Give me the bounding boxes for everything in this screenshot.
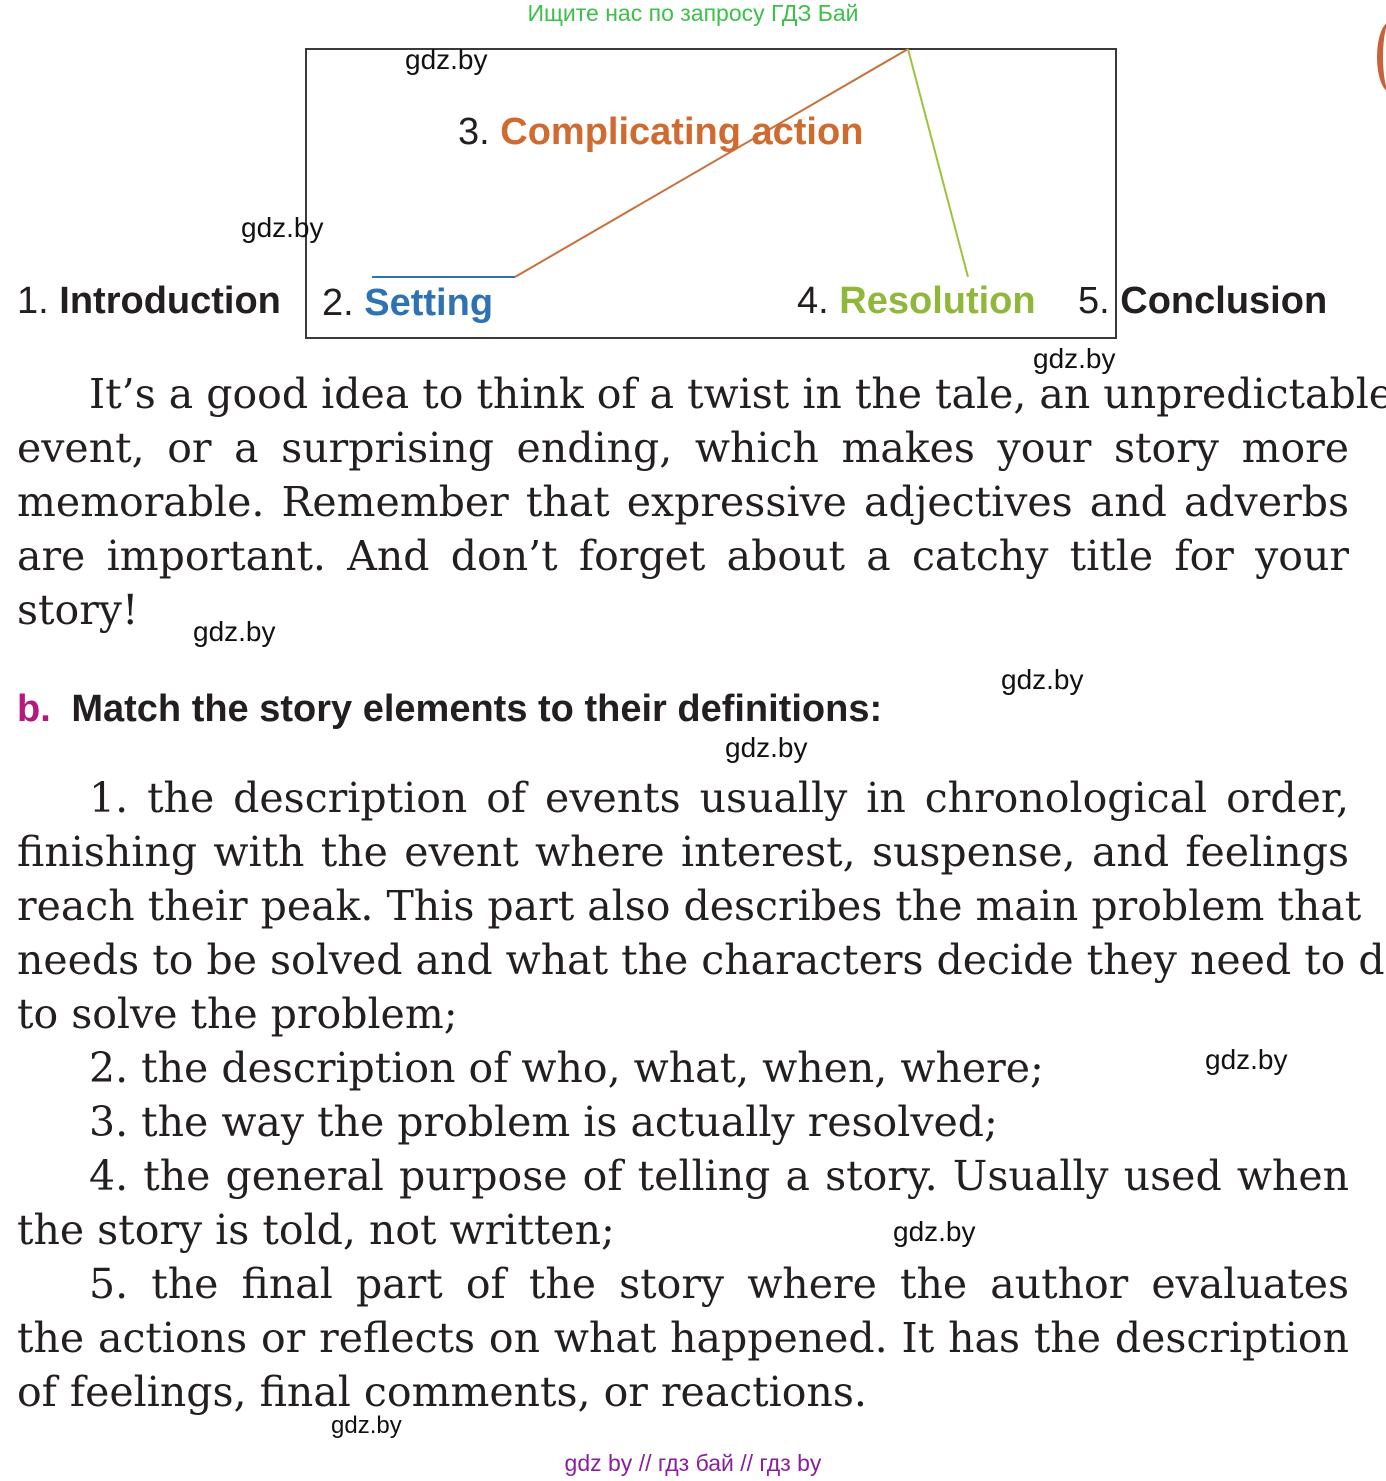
watermark: gdz.by <box>405 44 488 75</box>
page-edge-mark <box>1377 22 1386 92</box>
paragraph-line: It’s a good idea to think of a twist in … <box>89 370 1386 418</box>
definition-line: to solve the problem; <box>17 990 458 1038</box>
paragraph-line: event, or a surprising ending, which mak… <box>17 424 1349 472</box>
definition-line: 3. the way the problem is actually resol… <box>89 1098 998 1146</box>
definition-line: the actions or reflects on what happened… <box>17 1314 1349 1362</box>
element-setting: 2. Setting <box>322 281 493 325</box>
watermark: gdz.by <box>725 732 808 763</box>
element-conclusion: 5. Conclusion <box>1078 279 1327 323</box>
element-label: Setting <box>364 282 494 324</box>
rising-line <box>514 48 909 278</box>
story-structure-box <box>305 48 1117 339</box>
element-complicating-action: 3. Complicating action <box>458 110 863 154</box>
falling-line <box>907 48 969 278</box>
element-number: 5. <box>1078 280 1110 322</box>
element-introduction: 1. Introduction <box>17 279 281 323</box>
definition-line: of feelings, final comments, or reaction… <box>17 1368 867 1416</box>
advice-paragraph: It’s a good idea to think of a twist in … <box>17 367 1386 637</box>
element-number: 2. <box>322 282 354 324</box>
definitions-list: 1. the description of events usually in … <box>17 771 1386 1419</box>
watermark: gdz.by <box>331 1412 402 1439</box>
watermark: gdz.by <box>241 212 324 243</box>
task-text: Match the story elements to their defini… <box>71 688 883 730</box>
watermark: gdz.by <box>1033 343 1116 374</box>
story-structure-lines <box>372 48 969 278</box>
element-label: Introduction <box>59 280 281 322</box>
task-letter: b. <box>17 688 51 730</box>
definition-line: finishing with the event where interest,… <box>17 828 1349 876</box>
element-number: 1. <box>17 280 49 322</box>
paragraph-line: are important. And don’t forget about a … <box>17 532 1349 580</box>
task-heading: b. Match the story elements to their def… <box>17 686 882 732</box>
watermark: gdz.by <box>193 616 276 647</box>
element-label: Conclusion <box>1120 280 1328 322</box>
definition-line: 2. the description of who, what, when, w… <box>89 1044 1044 1092</box>
element-resolution: 4. Resolution <box>797 279 1036 323</box>
definition-line: needs to be solved and what the characte… <box>17 936 1386 984</box>
definition-line: 1. the description of events usually in … <box>89 774 1349 822</box>
watermark: gdz.by <box>893 1216 976 1247</box>
definition-line: 4. the general purpose of telling a stor… <box>89 1152 1349 1200</box>
element-number: 4. <box>797 280 829 322</box>
watermark: gdz.by <box>1001 664 1084 695</box>
definition-line: the story is told, not written; <box>17 1206 615 1254</box>
definition-line: 5. the final part of the story where the… <box>89 1260 1349 1308</box>
element-number: 3. <box>458 111 490 153</box>
element-label: Complicating action <box>500 111 864 153</box>
paragraph-line: story! <box>17 586 139 634</box>
bottom-banner: gdz by // гдз бай // гдз by <box>564 1450 822 1476</box>
definition-line: reach their peak. This part also describ… <box>17 882 1362 930</box>
paragraph-line: memorable. Remember that expressive adje… <box>17 478 1349 526</box>
watermark: gdz.by <box>1205 1044 1288 1075</box>
top-banner: Ищите нас по запросу ГДЗ Бай <box>527 0 859 26</box>
element-label: Resolution <box>839 280 1036 322</box>
